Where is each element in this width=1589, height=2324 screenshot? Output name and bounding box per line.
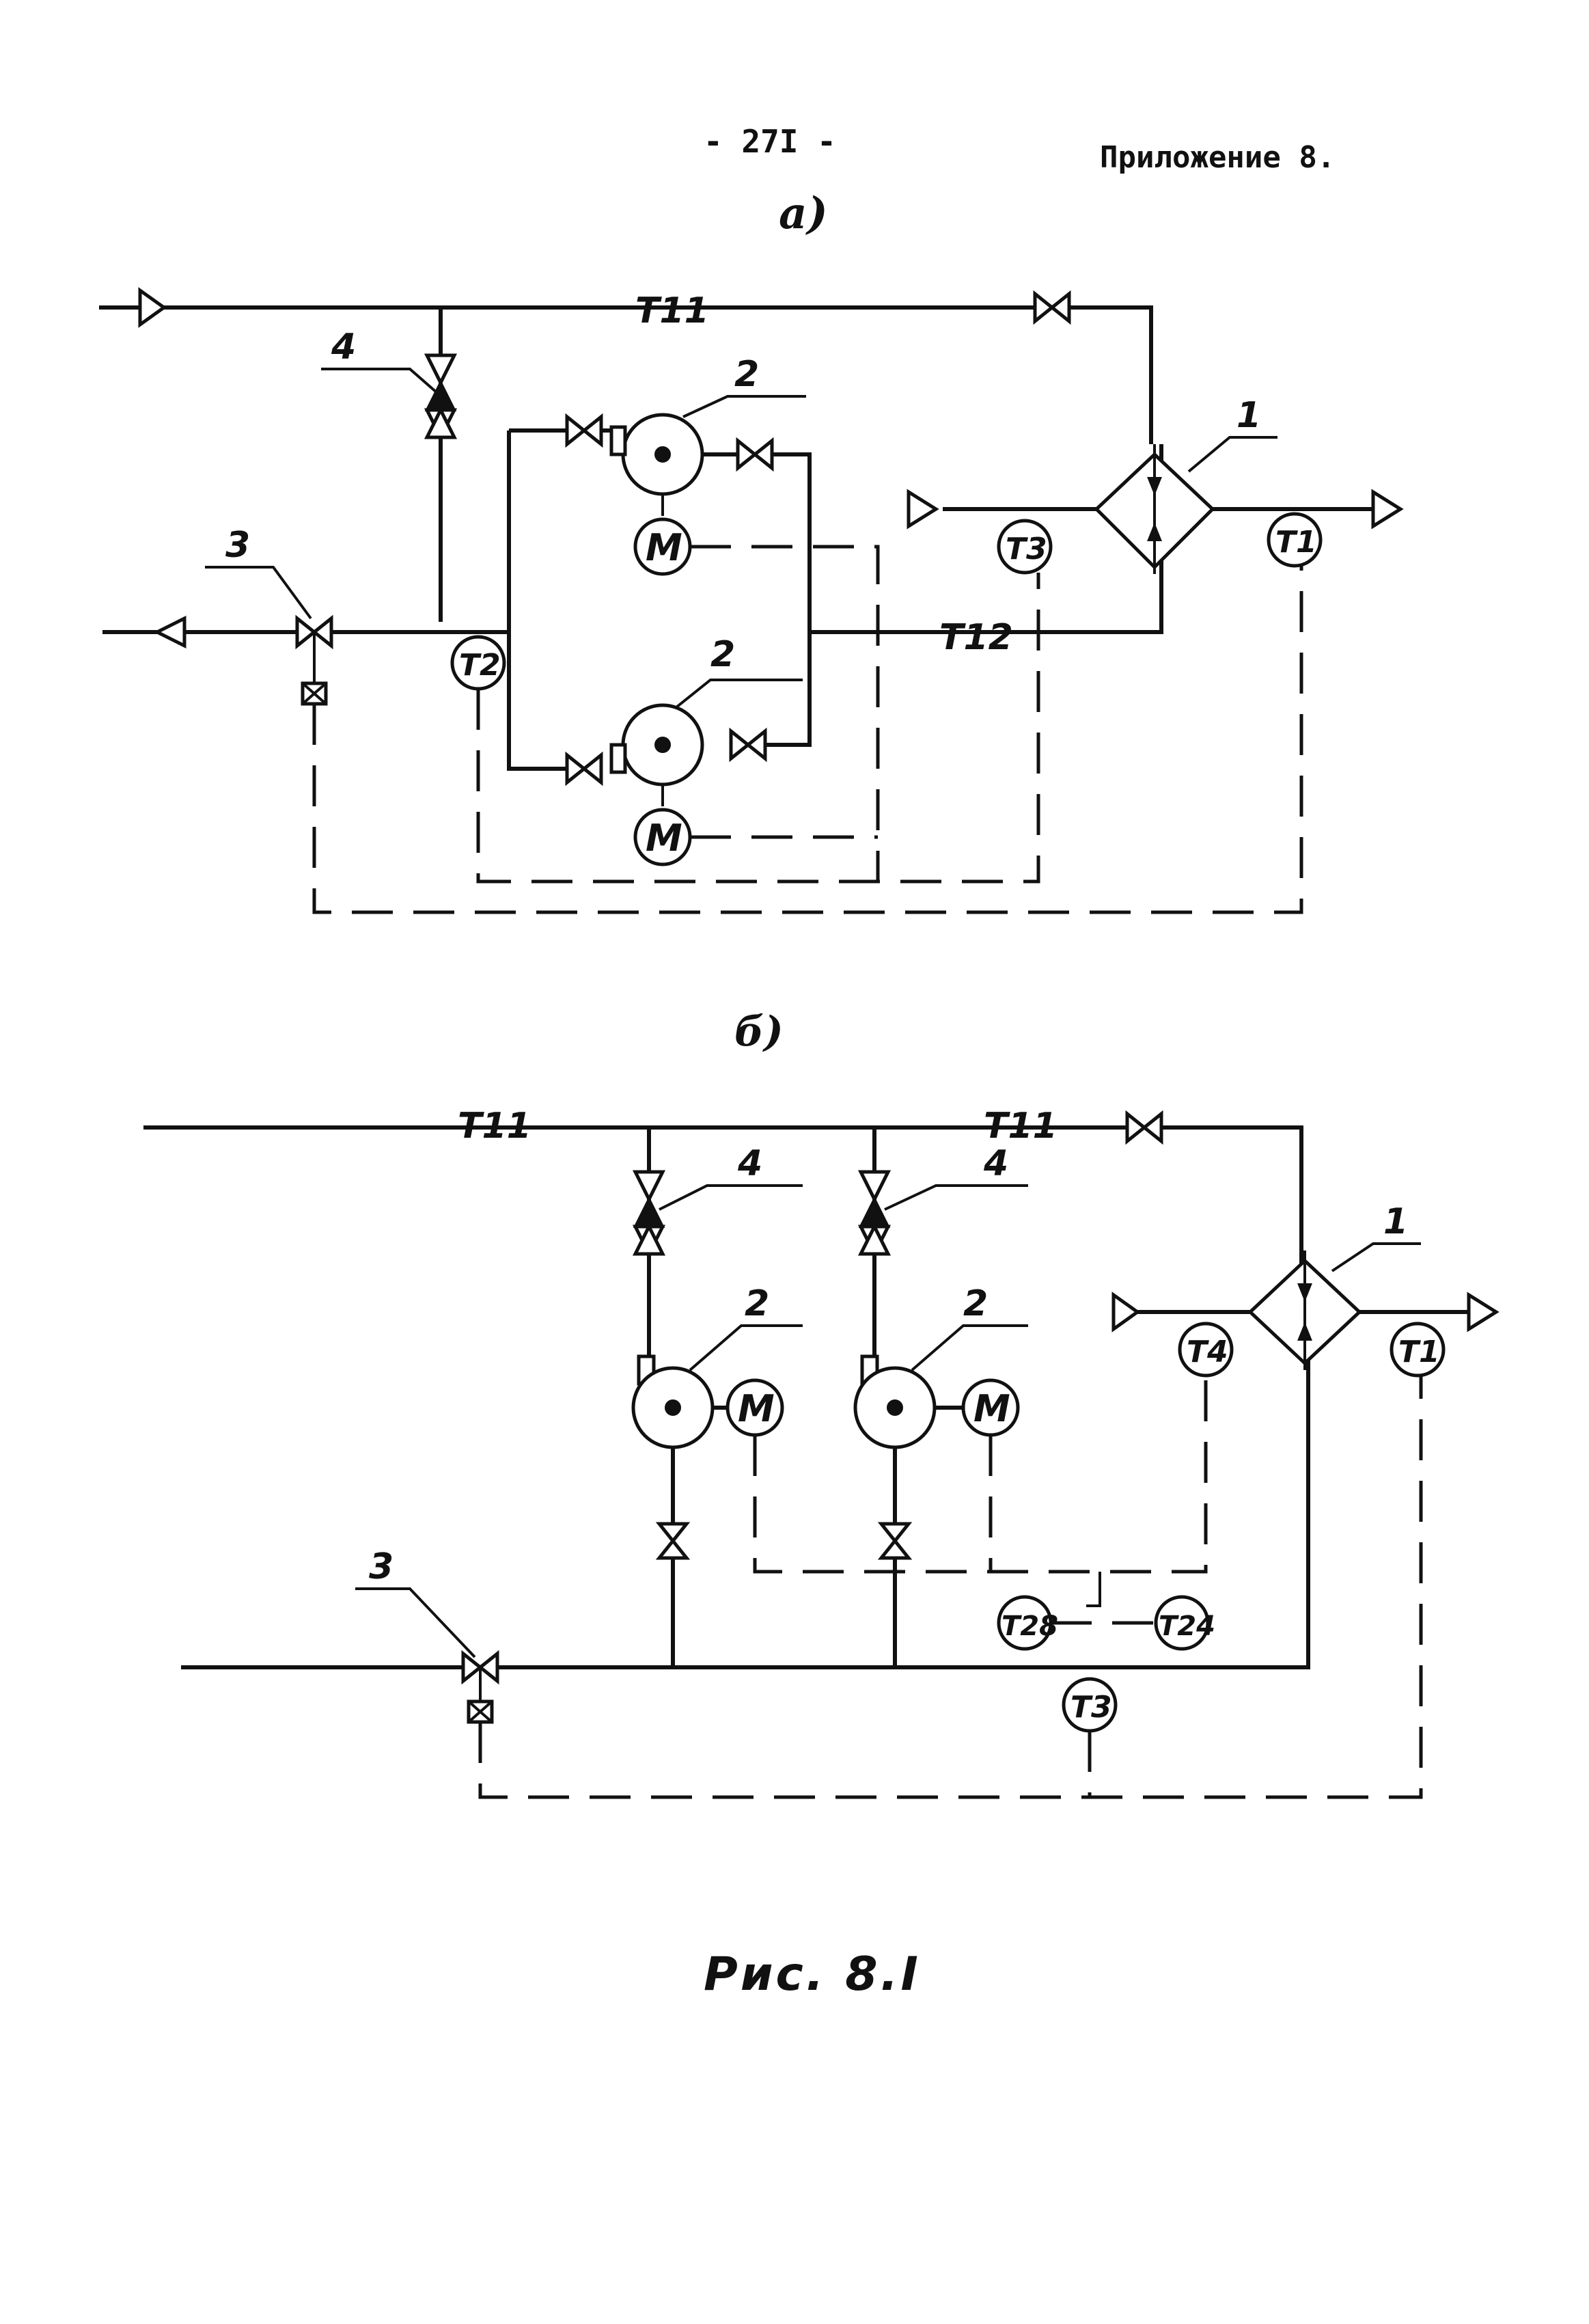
sensor-t24: T24	[1154, 1595, 1215, 1651]
callout-2-leader	[682, 395, 806, 418]
sensor-t2: T2	[450, 635, 506, 691]
inlet-arrow-icon	[907, 489, 939, 530]
appendix-label: Приложение 8.	[1100, 140, 1336, 175]
svg-text:T1: T1	[1275, 525, 1317, 560]
callout-4-leader	[884, 1184, 1028, 1211]
signal-line	[690, 545, 880, 881]
callout-2b: 2	[710, 634, 735, 675]
sensor-t1: T1	[1390, 1322, 1446, 1378]
pump-icon	[609, 703, 704, 787]
line-label-t11: T11	[635, 290, 709, 331]
signal-tee	[1086, 1572, 1101, 1607]
callout-2: 2	[734, 354, 759, 395]
callout-3: 3	[225, 525, 250, 566]
gate-valve-icon-vertical	[655, 1522, 691, 1560]
pump-icon	[601, 413, 704, 496]
page-number: - 27I -	[704, 123, 836, 160]
inlet-arrow-icon	[1111, 1291, 1141, 1332]
motor-icon: M	[726, 1378, 784, 1437]
sensor-t3: T3	[1062, 1677, 1118, 1733]
svg-text:T4: T4	[1187, 1335, 1228, 1369]
callout-3-leader	[205, 566, 312, 620]
line-label-t11-b1: T11	[458, 1106, 531, 1147]
line-label-t12: T12	[939, 617, 1013, 658]
diagram-a-label: а)	[779, 188, 828, 239]
svg-text:M: M	[738, 1387, 775, 1430]
heat-exchanger-icon	[1247, 1250, 1362, 1370]
callout-3-b: 3	[369, 1546, 393, 1587]
svg-text:T1: T1	[1398, 1335, 1440, 1369]
svg-text:T24: T24	[1159, 1611, 1215, 1642]
callout-1-leader	[1331, 1242, 1421, 1272]
gate-valve-icon	[565, 751, 603, 787]
callout-4-leader	[659, 1184, 803, 1211]
signal-line	[478, 1376, 1423, 1799]
callout-4-b1: 4	[737, 1143, 762, 1184]
gate-valve-icon	[736, 437, 774, 472]
motor-icon: M	[961, 1378, 1020, 1437]
figure-caption: Рис. 8.I	[704, 1947, 921, 2001]
outlet-arrow-icon	[1467, 1291, 1500, 1332]
outlet-arrow-icon	[1371, 489, 1404, 530]
callout-4-leader	[321, 368, 439, 394]
svg-text:M: M	[973, 1387, 1010, 1430]
motor-icon: M	[633, 517, 692, 576]
sensor-t3: T3	[997, 519, 1053, 575]
diagram-b-label: б)	[734, 1008, 784, 1056]
check-valve-icon	[424, 353, 458, 441]
callout-2b-leader	[675, 679, 803, 709]
pump-icon	[631, 1354, 715, 1449]
callout-2-leader	[911, 1324, 1028, 1371]
pump-manifold-discharge	[704, 444, 1163, 747]
gate-valve-icon	[1125, 1110, 1163, 1145]
gate-valve-icon	[1033, 290, 1071, 325]
line-label-t11-b2: T11	[984, 1106, 1058, 1147]
callout-3-leader	[355, 1587, 476, 1658]
pump-manifold-suction	[507, 428, 601, 771]
callout-1-leader	[1187, 436, 1277, 473]
callout-2-b1: 2	[745, 1283, 769, 1324]
diagram-a: T11 4	[99, 287, 1404, 914]
heat-exchanger-icon	[1094, 444, 1215, 574]
sensor-t1: T1	[1267, 512, 1323, 568]
svg-text:M: M	[646, 817, 682, 860]
inlet-arrow-icon	[138, 287, 167, 328]
control-valve-icon	[461, 1650, 499, 1724]
signal-line	[476, 573, 1040, 884]
check-valve-icon	[632, 1170, 666, 1258]
svg-text:M: M	[646, 526, 682, 569]
callout-2-leader	[689, 1324, 803, 1371]
motor-icon: M	[633, 808, 692, 866]
callout-4: 4	[331, 327, 356, 368]
sensor-t4: T4	[1178, 1322, 1234, 1378]
svg-text:T3: T3	[1006, 532, 1047, 566]
outlet-arrow-icon	[153, 615, 186, 649]
pump-icon	[853, 1354, 937, 1449]
sensor-t28: T28	[997, 1595, 1058, 1651]
svg-text:T2: T2	[459, 648, 501, 683]
gate-valve-icon-vertical	[877, 1522, 913, 1560]
diagram-b: T11 T11 4 M	[143, 1106, 1500, 1799]
callout-1-b: 1	[1383, 1201, 1408, 1242]
return-pipe-b	[181, 1264, 1310, 1669]
svg-text:T28: T28	[1001, 1611, 1058, 1642]
callout-1: 1	[1236, 395, 1261, 436]
control-valve-icon	[295, 614, 333, 706]
pipe-t11-b	[143, 1125, 1303, 1264]
check-valve-icon	[857, 1170, 892, 1258]
gate-valve-icon	[729, 727, 767, 763]
svg-text:T3: T3	[1070, 1690, 1112, 1725]
signal-line	[312, 566, 1303, 914]
pipe-t11-a	[99, 305, 1153, 444]
signal-line	[753, 1376, 1208, 1574]
callout-4-b2: 4	[983, 1143, 1008, 1184]
callout-2-b2: 2	[963, 1283, 988, 1324]
gate-valve-icon	[565, 413, 603, 448]
